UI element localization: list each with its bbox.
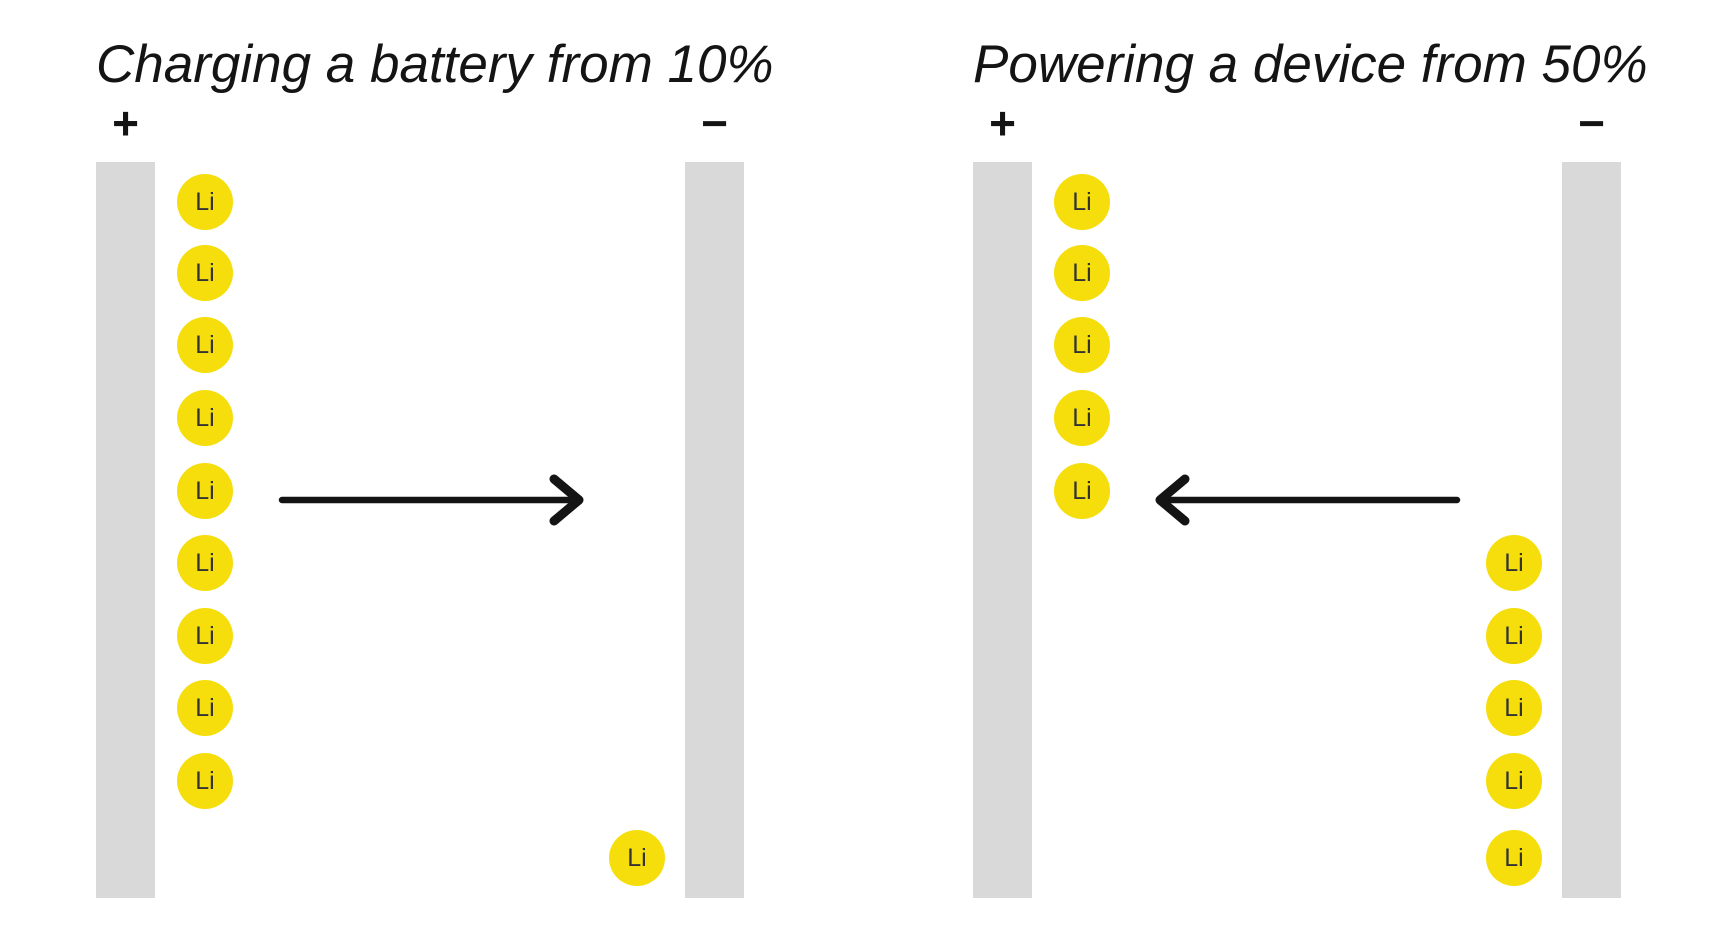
li-ion-label: Li	[1504, 548, 1524, 577]
li-ion-label: Li	[1504, 621, 1524, 650]
li-ion: Li	[1054, 245, 1110, 301]
li-ion-label: Li	[195, 187, 215, 216]
arrow-head	[1155, 474, 1190, 526]
li-ion-label: Li	[195, 403, 215, 432]
li-ion: Li	[1486, 830, 1542, 886]
li-ion: Li	[177, 317, 233, 373]
li-ion: Li	[1486, 680, 1542, 736]
li-ion: Li	[1054, 174, 1110, 230]
li-ion: Li	[609, 830, 665, 886]
li-ion-label: Li	[1072, 403, 1092, 432]
li-ion-label: Li	[1504, 693, 1524, 722]
li-ion: Li	[177, 535, 233, 591]
panel-title: Charging a battery from 10%	[96, 35, 774, 94]
li-ion: Li	[177, 390, 233, 446]
negative-terminal-label: −	[701, 97, 728, 149]
li-ion-label: Li	[195, 621, 215, 650]
li-ion-label: Li	[195, 548, 215, 577]
li-ion: Li	[177, 463, 233, 519]
li-ion: Li	[177, 608, 233, 664]
arrow-head	[549, 474, 584, 526]
positive-electrode	[96, 162, 155, 898]
li-ion-label: Li	[195, 476, 215, 505]
li-ion: Li	[1054, 317, 1110, 373]
li-ion-label: Li	[1072, 476, 1092, 505]
li-ion-label: Li	[1504, 843, 1524, 872]
li-ion: Li	[177, 680, 233, 736]
li-ion-label: Li	[1072, 330, 1092, 359]
li-ion: Li	[177, 753, 233, 809]
li-ion: Li	[177, 174, 233, 230]
li-ion-label: Li	[627, 843, 647, 872]
li-ion: Li	[177, 245, 233, 301]
li-ion: Li	[1054, 463, 1110, 519]
li-ion-label: Li	[195, 693, 215, 722]
li-ion-label: Li	[1072, 258, 1092, 287]
negative-electrode	[685, 162, 744, 898]
panel-title: Powering a device from 50%	[973, 35, 1648, 94]
ion-flow-arrow-left	[1155, 474, 1461, 526]
negative-electrode	[1562, 162, 1621, 898]
positive-terminal-label: +	[989, 97, 1016, 149]
positive-electrode	[973, 162, 1032, 898]
li-ion-label: Li	[195, 258, 215, 287]
li-ion: Li	[1486, 753, 1542, 809]
positive-terminal-label: +	[112, 97, 139, 149]
li-ion-label: Li	[1504, 766, 1524, 795]
li-ion-label: Li	[1072, 187, 1092, 216]
li-ion: Li	[1486, 535, 1542, 591]
li-ion: Li	[1054, 390, 1110, 446]
li-ion-label: Li	[195, 330, 215, 359]
li-ion-label: Li	[195, 766, 215, 795]
negative-terminal-label: −	[1578, 97, 1605, 149]
ion-flow-arrow-right	[278, 474, 584, 526]
li-ion: Li	[1486, 608, 1542, 664]
